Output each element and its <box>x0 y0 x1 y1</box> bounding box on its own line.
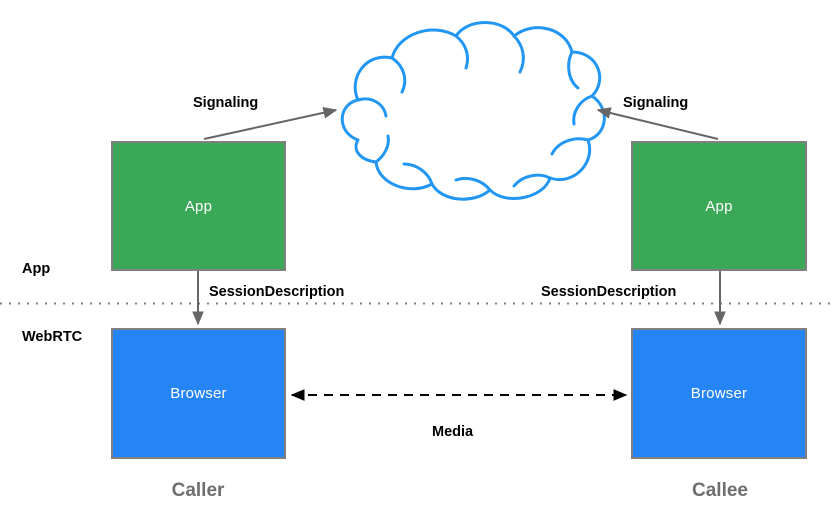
edge-label-media: Media <box>432 424 474 440</box>
node-callee-app[interactable]: App <box>631 141 807 271</box>
edge-label-caller-signaling: Signaling <box>193 95 259 111</box>
role-label-caller: Caller <box>171 480 225 501</box>
edge-label-caller-sessiondescription: SessionDescription <box>209 284 345 300</box>
role-label-callee: Callee <box>692 480 748 501</box>
node-caller-browser-label: Browser <box>170 385 227 402</box>
node-caller-browser[interactable]: Browser <box>111 328 286 459</box>
node-callee-app-label: App <box>705 197 733 215</box>
layer-label-app: App <box>22 261 51 277</box>
edge-label-callee-sessiondescription: SessionDescription <box>541 284 677 300</box>
node-callee-browser-label: Browser <box>690 385 748 402</box>
node-callee-browser[interactable]: Browser <box>631 328 807 459</box>
caller-signaling-arrow <box>203 106 338 140</box>
cloud-icon <box>340 21 606 201</box>
node-caller-app-label: App <box>184 197 213 215</box>
node-caller-app[interactable]: App <box>111 141 286 271</box>
layer-label-webrtc: WebRTC <box>22 329 83 345</box>
edge-label-callee-signaling: Signaling <box>623 95 689 111</box>
callee-signaling-arrow <box>596 107 719 140</box>
